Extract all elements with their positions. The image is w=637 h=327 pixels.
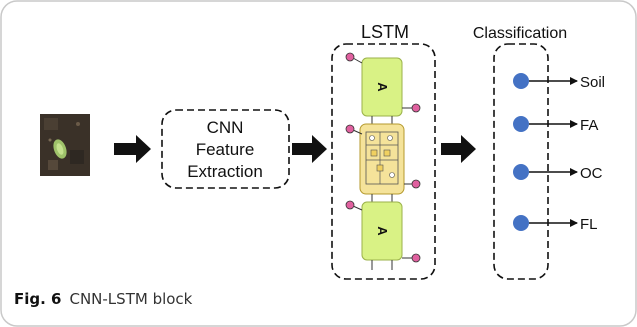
cnn-box <box>161 109 290 189</box>
input-image <box>40 114 90 176</box>
lstm-input-node-top <box>345 52 355 62</box>
class-label-oc: OC <box>580 165 603 182</box>
lstm-cell-bottom-letter: A <box>375 226 390 236</box>
lstm-cell-bottom <box>361 201 403 261</box>
flow-arrow-3 <box>441 135 476 163</box>
class-label-fa: FA <box>580 117 598 134</box>
figure-caption-text: CNN-LSTM block <box>69 290 193 308</box>
class-label-soil: Soil <box>580 74 605 91</box>
classification-title: Classification <box>473 25 567 42</box>
class-label-fl: FL <box>580 216 598 233</box>
cnn-label-line-2: Feature <box>196 140 255 159</box>
lstm-output-node-bottom <box>411 253 421 263</box>
class-output-fl: FL <box>513 215 598 233</box>
lstm-cell-top <box>361 57 403 117</box>
lstm-output-node-top <box>411 103 421 113</box>
flow-arrow-2 <box>292 135 327 163</box>
figure-caption: Fig. 6 CNN-LSTM block <box>14 290 192 308</box>
lstm-cell-top-letter: A <box>375 82 390 92</box>
lstm-chain: A A <box>345 52 421 270</box>
flow-arrow-1 <box>114 135 151 163</box>
cnn-label-line-1: CNN <box>207 118 244 137</box>
classification-box <box>493 43 549 280</box>
cnn-label-line-3: Extraction <box>187 162 263 181</box>
lstm-input-node-middle <box>345 124 355 134</box>
class-output-oc: OC <box>513 164 603 182</box>
lstm-input-node-bottom <box>345 200 355 210</box>
lstm-box <box>331 43 436 280</box>
lstm-cell-middle <box>359 123 405 195</box>
lstm-title: LSTM <box>361 22 409 42</box>
figure-number: Fig. 6 <box>14 290 62 308</box>
class-output-fa: FA <box>513 116 598 134</box>
class-output-soil: Soil <box>513 73 605 91</box>
lstm-output-node-middle <box>411 179 421 189</box>
